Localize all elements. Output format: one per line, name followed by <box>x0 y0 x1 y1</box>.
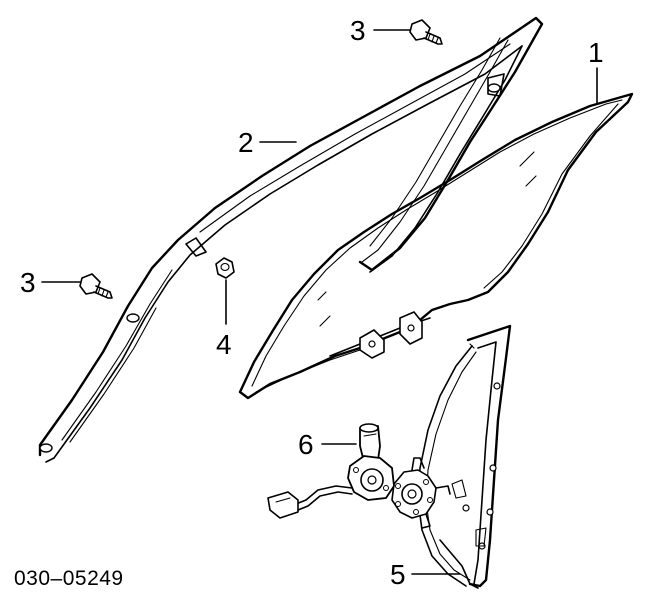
callout-3-left: 3 <box>20 267 36 298</box>
bolt-left <box>79 273 113 299</box>
leader-lines <box>41 29 598 575</box>
callout-1: 1 <box>588 37 604 68</box>
callout-6: 6 <box>298 429 314 460</box>
nut <box>215 257 235 279</box>
regulator-motor <box>267 423 395 519</box>
callout-5: 5 <box>390 559 406 590</box>
glass-bracket <box>329 311 431 359</box>
callout-4: 4 <box>216 329 232 360</box>
door-sash-frame <box>38 16 544 463</box>
diagram-part-number: 030–05249 <box>14 567 124 590</box>
bolt-top <box>409 19 443 45</box>
callout-2: 2 <box>238 127 254 158</box>
window-regulator <box>391 324 512 589</box>
callout-3-top: 3 <box>350 15 366 46</box>
door-glass <box>238 92 634 400</box>
